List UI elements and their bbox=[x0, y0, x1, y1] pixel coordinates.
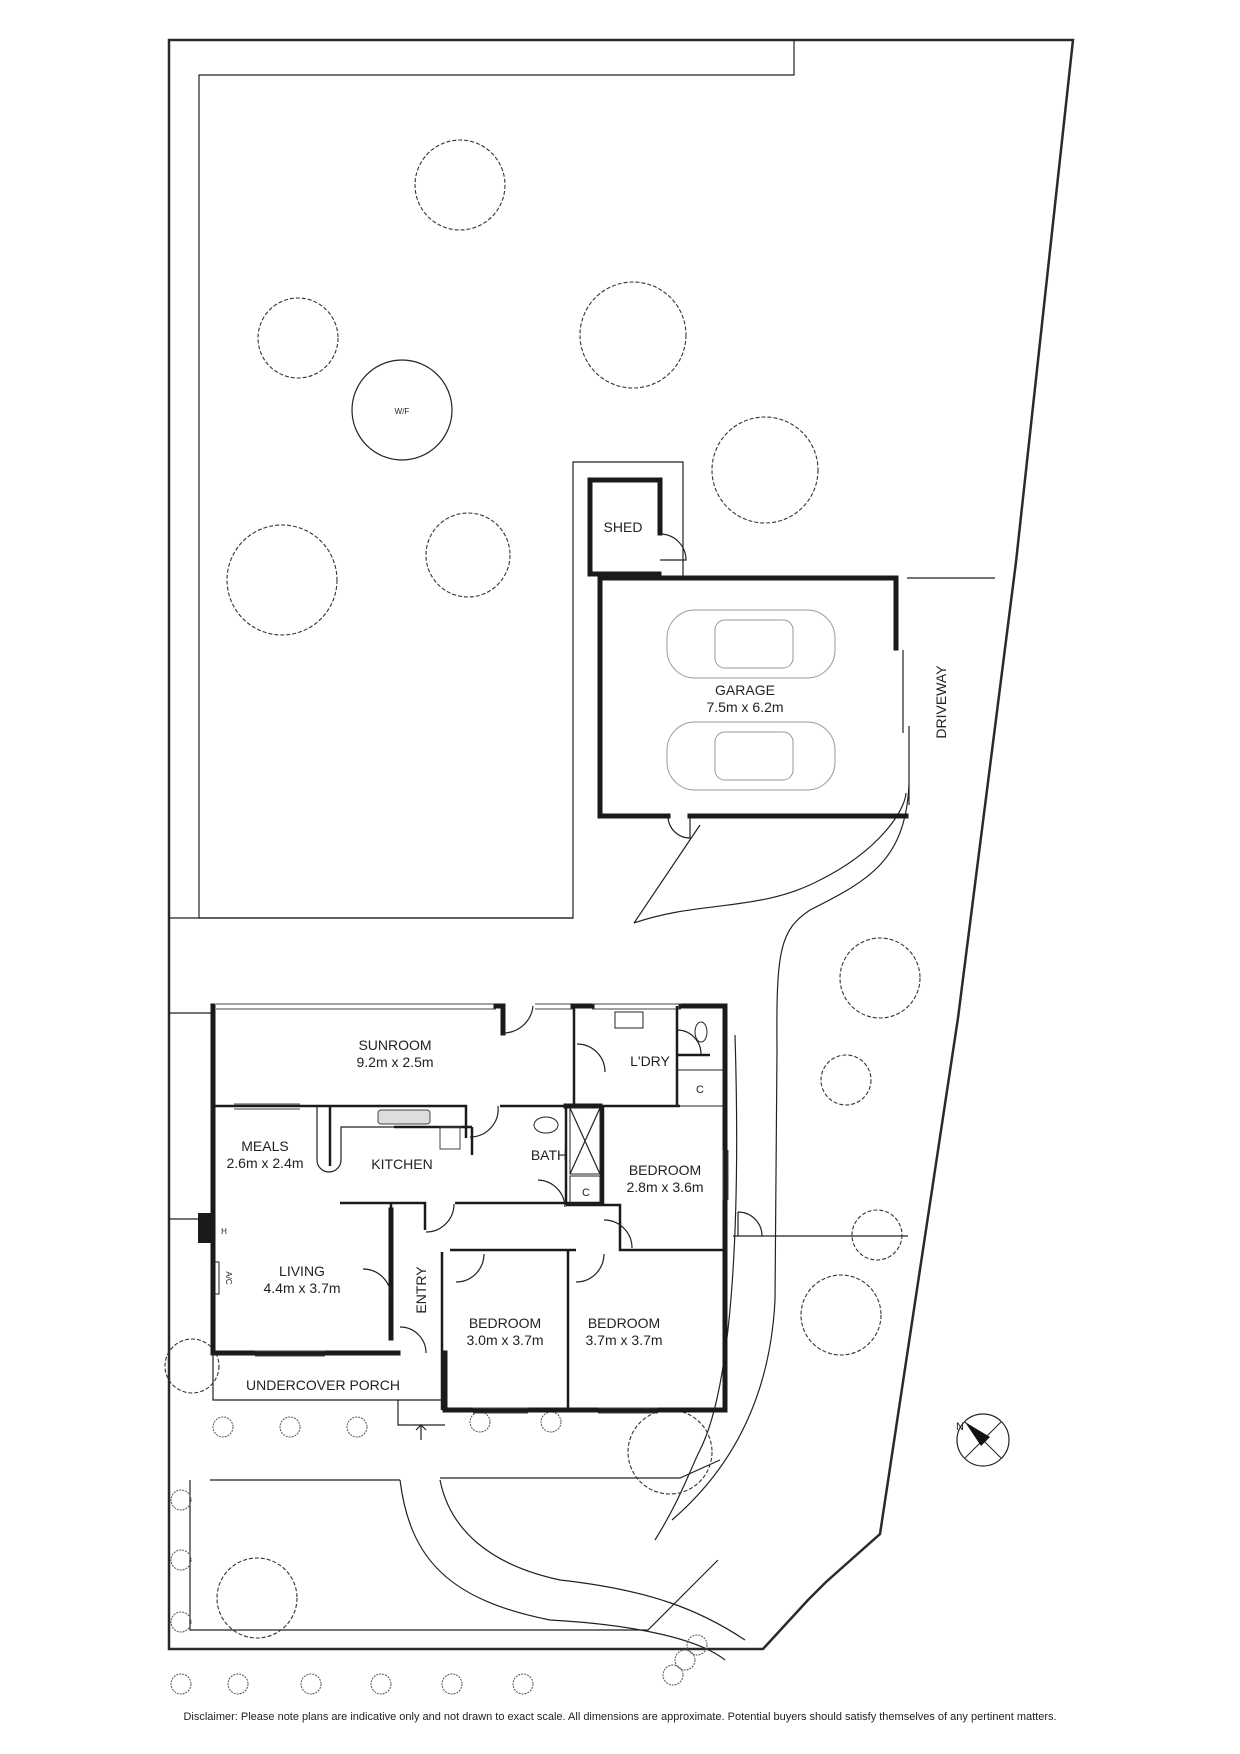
garage-walls bbox=[597, 575, 909, 819]
bedroom3-door bbox=[575, 1253, 605, 1283]
kitchen-label: KITCHEN bbox=[371, 1156, 432, 1172]
porch-label: UNDERCOVER PORCH bbox=[246, 1377, 400, 1393]
aircon-label: A/C bbox=[224, 1271, 233, 1285]
bedroom1-label: BEDROOM bbox=[629, 1162, 701, 1178]
toilet bbox=[694, 1021, 708, 1043]
shed-label: SHED bbox=[604, 519, 643, 535]
shower bbox=[569, 1107, 601, 1175]
bath-cupboard bbox=[569, 1175, 601, 1205]
tree-icon bbox=[164, 139, 921, 1639]
shed-walls bbox=[587, 477, 663, 577]
bath-label: BATH bbox=[531, 1147, 567, 1163]
water-feature-label: W/F bbox=[395, 407, 410, 416]
laundry-label: L'DRY bbox=[630, 1053, 670, 1069]
sunroom-dims: 9.2m x 2.5m bbox=[356, 1054, 433, 1070]
water-feature bbox=[351, 359, 453, 461]
garage-side-door bbox=[667, 815, 691, 839]
bath-door bbox=[537, 1179, 566, 1208]
driveway-edge-inner bbox=[654, 1034, 738, 1541]
entry-label: ENTRY bbox=[413, 1266, 429, 1314]
garage-door-path bbox=[633, 824, 701, 924]
bedroom3-label: BEDROOM bbox=[588, 1315, 660, 1331]
side-gate bbox=[737, 1211, 763, 1237]
kitchen-bench bbox=[316, 1106, 394, 1173]
laundry-trough bbox=[614, 1011, 644, 1029]
bedroom3-dims: 3.7m x 3.7m bbox=[585, 1332, 662, 1348]
bedroom2-window bbox=[473, 1407, 528, 1414]
heater-label: H bbox=[221, 1227, 227, 1236]
wc-door bbox=[676, 1029, 702, 1055]
living-dims: 4.4m x 3.7m bbox=[263, 1280, 340, 1296]
bedroom2-label: BEDROOM bbox=[469, 1315, 541, 1331]
sunroom-window-2 bbox=[535, 1003, 573, 1010]
front-path-outer bbox=[399, 1479, 726, 1661]
bedroom1-dims: 2.8m x 3.6m bbox=[626, 1179, 703, 1195]
front-path-inner bbox=[439, 1479, 746, 1641]
sunroom-door bbox=[502, 1005, 534, 1034]
lot-boundary bbox=[167, 38, 1075, 1651]
porch-front-strip bbox=[210, 1459, 721, 1481]
porch-step bbox=[397, 1400, 445, 1426]
shrub-icon bbox=[170, 1411, 708, 1695]
bedroom1-window bbox=[722, 1150, 729, 1200]
cupboard-label-2: C bbox=[582, 1187, 590, 1199]
porch-outline bbox=[212, 1353, 445, 1401]
sunroom-windows bbox=[216, 1003, 496, 1010]
cooktop bbox=[439, 1126, 461, 1150]
bedroom2-dims: 3.0m x 3.7m bbox=[466, 1332, 543, 1348]
garage-label: GARAGE bbox=[715, 682, 775, 698]
laundry-cupboard bbox=[676, 1069, 724, 1107]
living-door bbox=[362, 1268, 392, 1298]
sunroom-top-wall bbox=[493, 1003, 506, 1036]
bedroom1-door bbox=[603, 1219, 633, 1249]
kitchen-sink bbox=[377, 1109, 431, 1125]
sunroom-label: SUNROOM bbox=[358, 1037, 431, 1053]
heater bbox=[198, 1213, 211, 1243]
front-garden-border bbox=[189, 1480, 719, 1631]
entry-arrow-icon bbox=[415, 1424, 427, 1440]
garage-dims: 7.5m x 6.2m bbox=[706, 699, 783, 715]
meals-label: MEALS bbox=[241, 1138, 288, 1154]
front-door bbox=[399, 1326, 427, 1354]
roller-door-track bbox=[902, 650, 910, 805]
bedroom2-door bbox=[455, 1253, 485, 1283]
garage-apron bbox=[633, 792, 907, 924]
hall-door bbox=[425, 1203, 455, 1233]
driveway-label: DRIVEWAY bbox=[933, 665, 949, 739]
aircon-unit bbox=[212, 1261, 220, 1295]
cupboard-label: C bbox=[696, 1084, 704, 1096]
disclaimer: Disclaimer: Please note plans are indica… bbox=[183, 1711, 1057, 1723]
laundry-door bbox=[576, 1043, 606, 1073]
living-window bbox=[255, 1350, 325, 1357]
laundry-window bbox=[592, 1003, 681, 1010]
shower-cross bbox=[569, 1107, 601, 1175]
kitchen-door bbox=[469, 1105, 499, 1138]
driveway-edge bbox=[671, 784, 910, 1521]
meals-window bbox=[234, 1103, 300, 1110]
shed-door bbox=[659, 533, 687, 561]
bedroom3-window bbox=[598, 1407, 658, 1414]
north-label: N bbox=[956, 1421, 964, 1433]
living-label: LIVING bbox=[279, 1263, 325, 1279]
basin bbox=[533, 1116, 559, 1134]
north-compass-icon bbox=[956, 1413, 1010, 1467]
meals-dims: 2.6m x 2.4m bbox=[226, 1155, 303, 1171]
car-icon bbox=[666, 609, 836, 791]
